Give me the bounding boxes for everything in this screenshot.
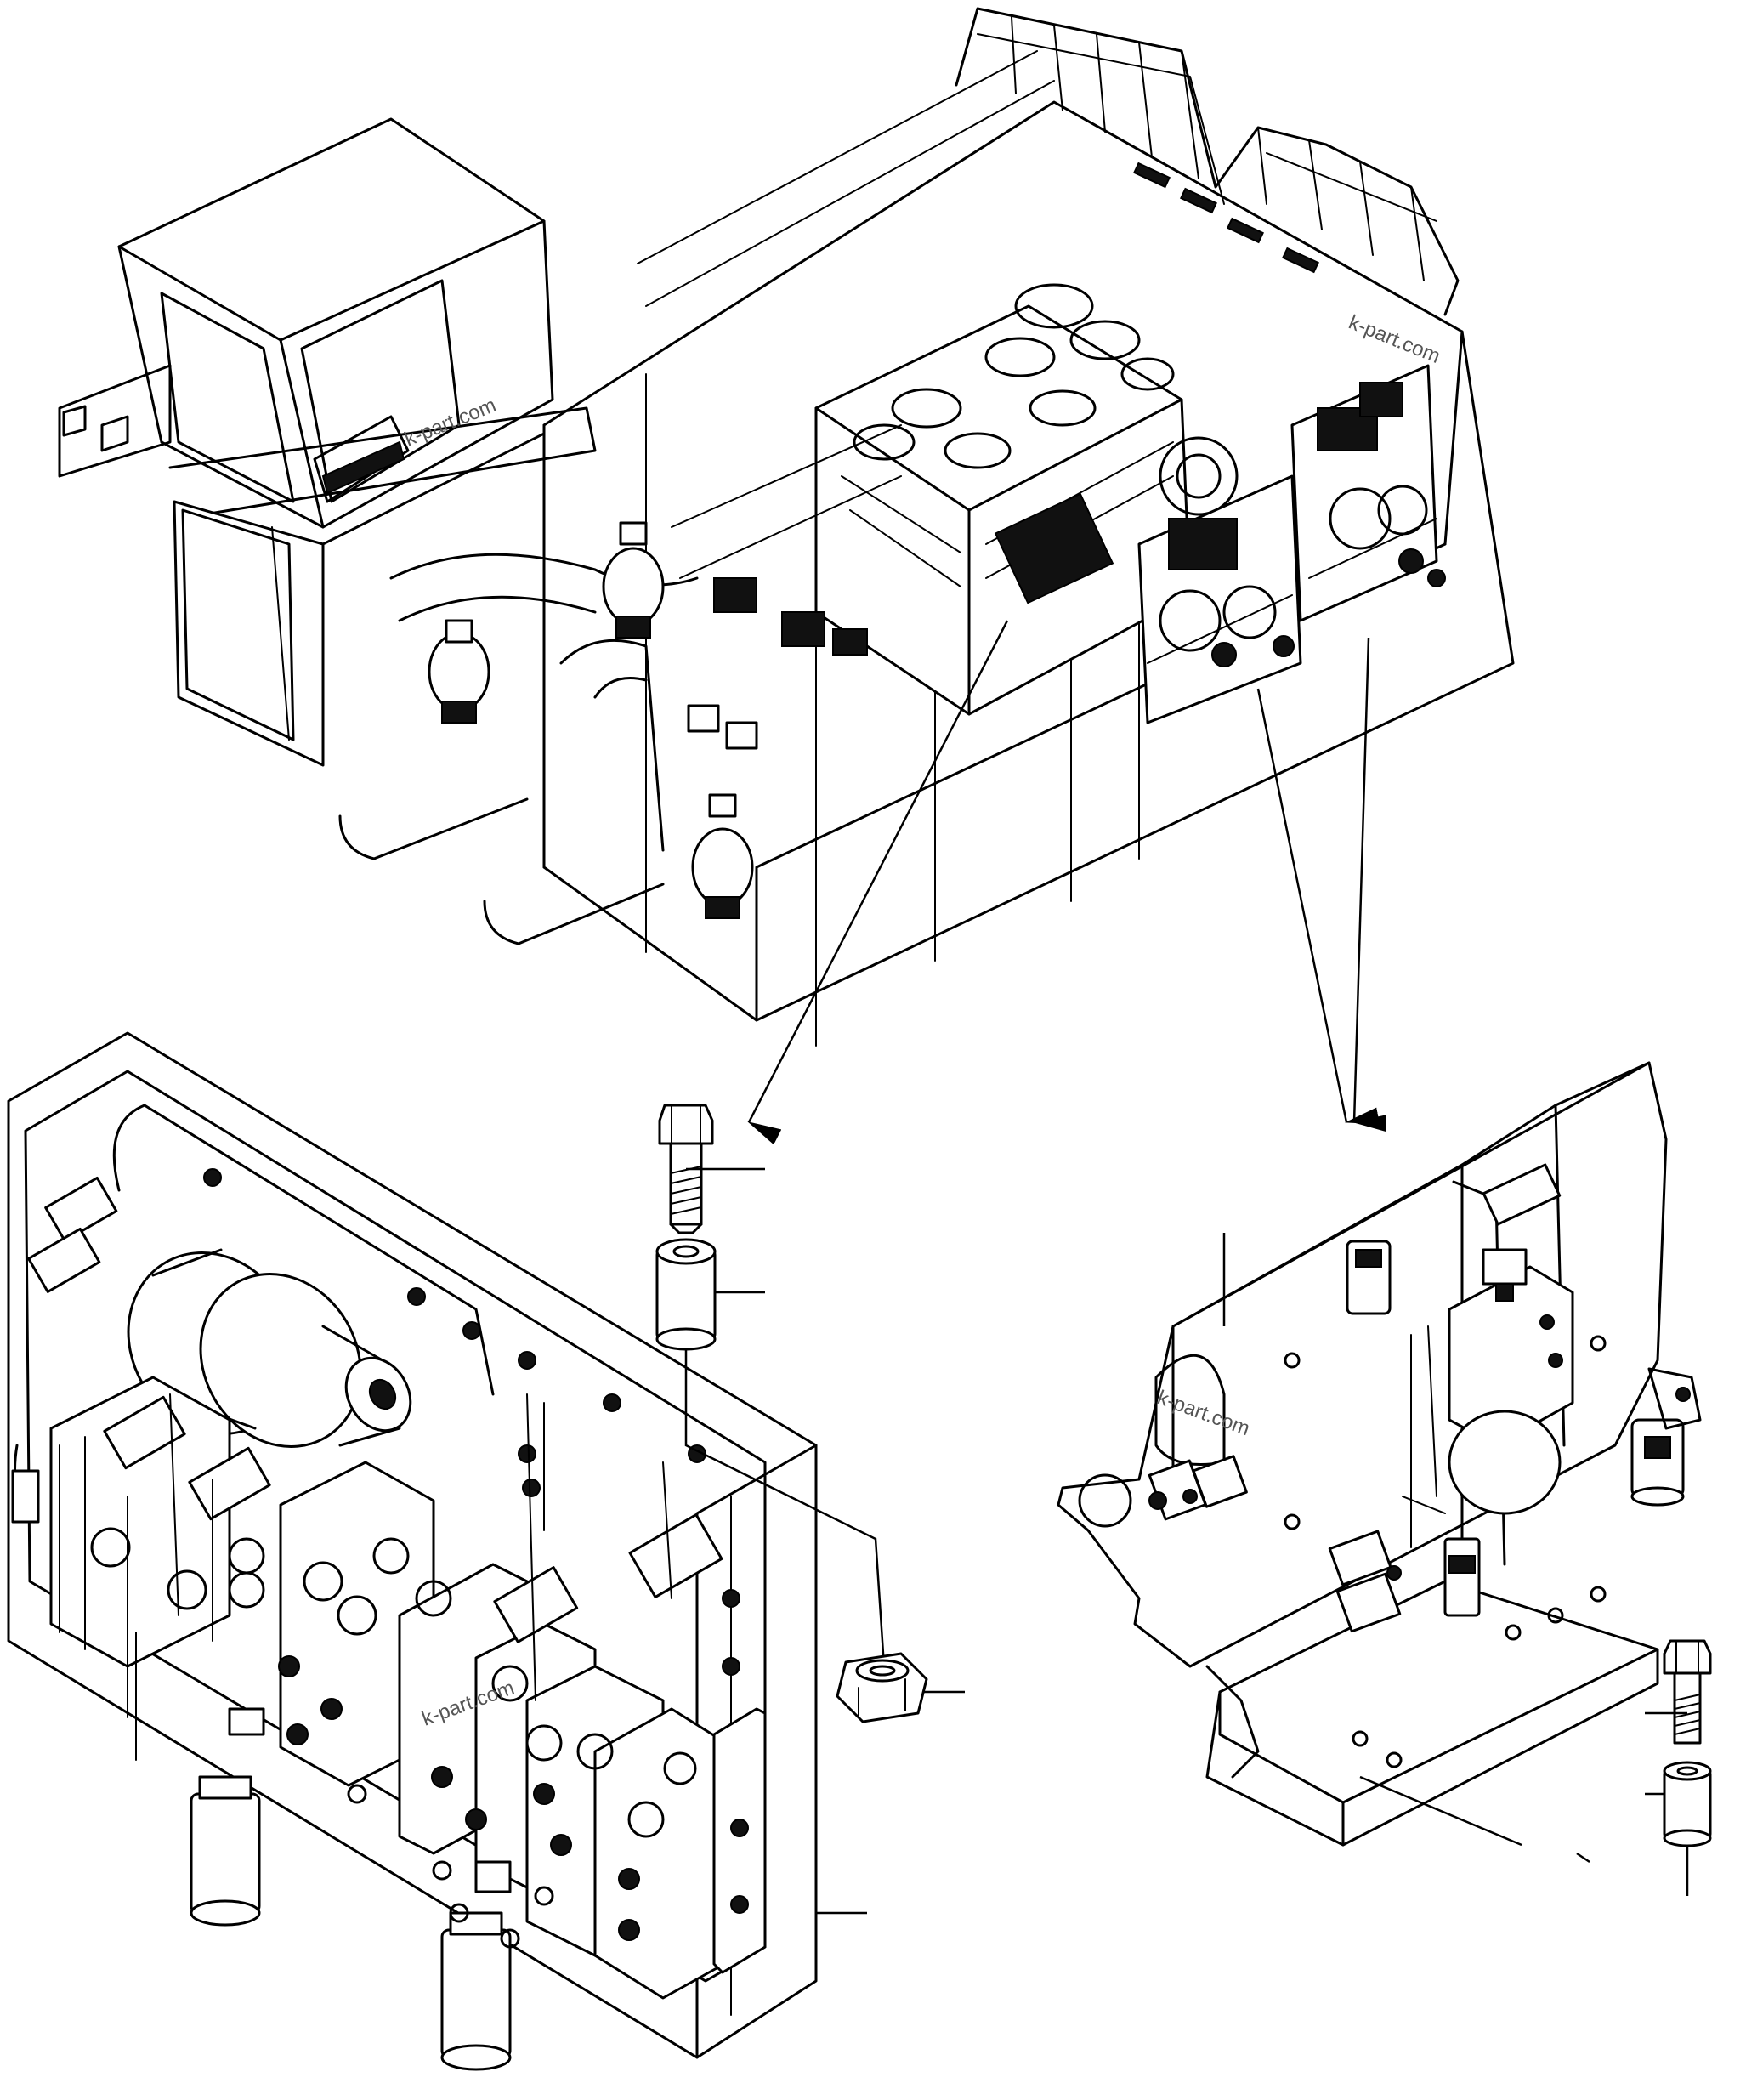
operator-cab [58, 117, 597, 767]
valve-cluster-top [1137, 364, 1446, 724]
right-valve-components [1148, 1163, 1702, 1633]
joystick-controls [338, 424, 902, 945]
callout-arrows [747, 620, 1387, 1145]
filter-canisters [190, 1775, 512, 2071]
hex-bolt [658, 1104, 765, 1234]
hex-nut [836, 1652, 965, 1723]
spacer-sleeve [655, 1238, 765, 1351]
hex-bolt-right [1645, 1639, 1712, 1745]
fasteners-right [1645, 1639, 1712, 1896]
valve-panel-assembly-right: k-part.com [1057, 1061, 1702, 1864]
machine-overview [58, 7, 1515, 1047]
fasteners-center [655, 1104, 965, 1723]
spacer-sleeve-right [1645, 1761, 1712, 1847]
valve-panel-assembly-left: k-part.com [7, 1031, 818, 2071]
watermark-text: k-part.com [1346, 311, 1443, 368]
valve-blocks [11, 1104, 767, 2000]
accumulator [127, 1248, 412, 1448]
railing [955, 7, 1460, 316]
